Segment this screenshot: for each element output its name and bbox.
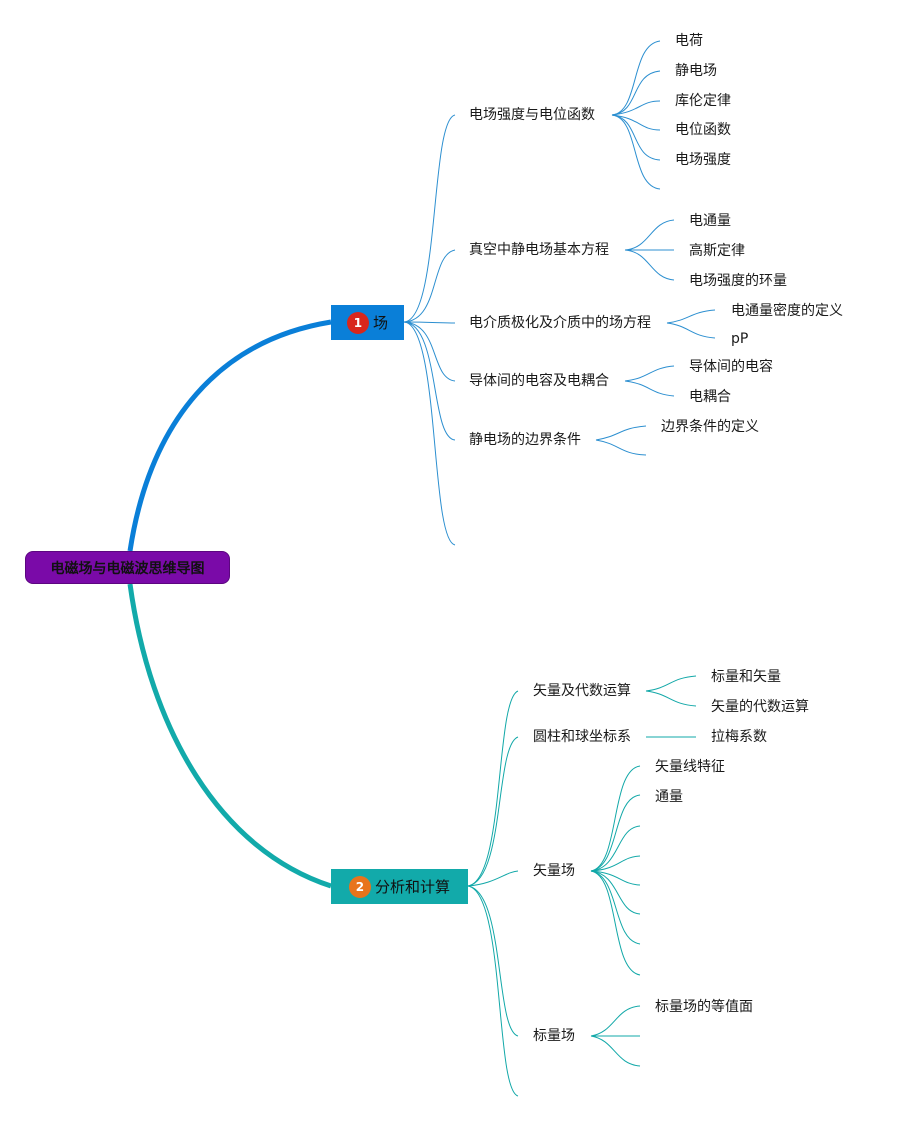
leaf-node[interactable]: 高斯定律: [689, 243, 745, 259]
branch-node-analysis[interactable]: 2 分析和计算: [331, 869, 468, 904]
branch-node-field[interactable]: 1 场: [331, 305, 404, 340]
topic-node[interactable]: 电介质极化及介质中的场方程: [469, 315, 651, 331]
topic-node[interactable]: 电场强度与电位函数: [469, 107, 595, 123]
leaf-node[interactable]: 电场强度: [675, 152, 731, 168]
vector-ops-leaf-links: [645, 675, 697, 707]
trunk-branch2: [127, 583, 332, 889]
leaf-node[interactable]: 电耦合: [689, 389, 731, 405]
leaf-node[interactable]: pP: [731, 331, 749, 347]
branch-label: 场: [372, 314, 388, 332]
leaf-node[interactable]: 电通量: [689, 213, 731, 229]
leaf-node[interactable]: 电场强度的环量: [689, 273, 787, 289]
topic5-leaf-links: [595, 425, 647, 456]
topic-node[interactable]: 真空中静电场基本方程: [469, 242, 609, 258]
topic-node[interactable]: 静电场的边界条件: [469, 432, 581, 448]
leaf-node[interactable]: 静电场: [675, 63, 717, 79]
topic-node[interactable]: 矢量场: [533, 863, 575, 879]
topic-node[interactable]: 圆柱和球坐标系: [533, 729, 631, 745]
leaf-node[interactable]: 电位函数: [675, 122, 731, 138]
topic4-leaf-links: [624, 365, 675, 397]
leaf-node[interactable]: 拉梅系数: [711, 729, 767, 745]
vector-field-leaf-links: [590, 765, 641, 976]
leaf-node[interactable]: 导体间的电容: [689, 359, 773, 375]
leaf-node[interactable]: 电荷: [675, 33, 703, 49]
topic3-leaf-links: [666, 309, 716, 339]
number-badge-icon: 1: [346, 311, 369, 334]
root-label: 电磁场与电磁波思维导图: [50, 560, 205, 577]
topic1-leaf-links: [611, 40, 661, 190]
scalar-field-leaf-links: [590, 1005, 641, 1067]
leaf-node[interactable]: 通量: [655, 789, 683, 805]
branch1-links: [403, 114, 456, 546]
leaf-node[interactable]: 标量场的等值面: [655, 999, 753, 1015]
trunk-branch1: [127, 319, 332, 552]
root-node[interactable]: 电磁场与电磁波思维导图: [25, 551, 230, 584]
leaf-node[interactable]: 电通量密度的定义: [731, 303, 843, 319]
topic-node[interactable]: 导体间的电容及电耦合: [469, 373, 609, 389]
topic-node[interactable]: 标量场: [533, 1028, 575, 1044]
leaf-node[interactable]: 矢量线特征: [655, 759, 725, 775]
leaf-node[interactable]: 边界条件的定义: [661, 419, 759, 435]
topic2-leaf-links: [624, 219, 675, 281]
topic-node[interactable]: 矢量及代数运算: [533, 683, 631, 699]
leaf-node[interactable]: 标量和矢量: [711, 669, 781, 685]
branch2-links: [467, 690, 519, 1097]
leaf-node[interactable]: 库伦定律: [675, 93, 731, 109]
number-badge-icon: 2: [348, 875, 371, 898]
leaf-node[interactable]: 矢量的代数运算: [711, 699, 809, 715]
branch-label: 分析和计算: [374, 878, 450, 896]
